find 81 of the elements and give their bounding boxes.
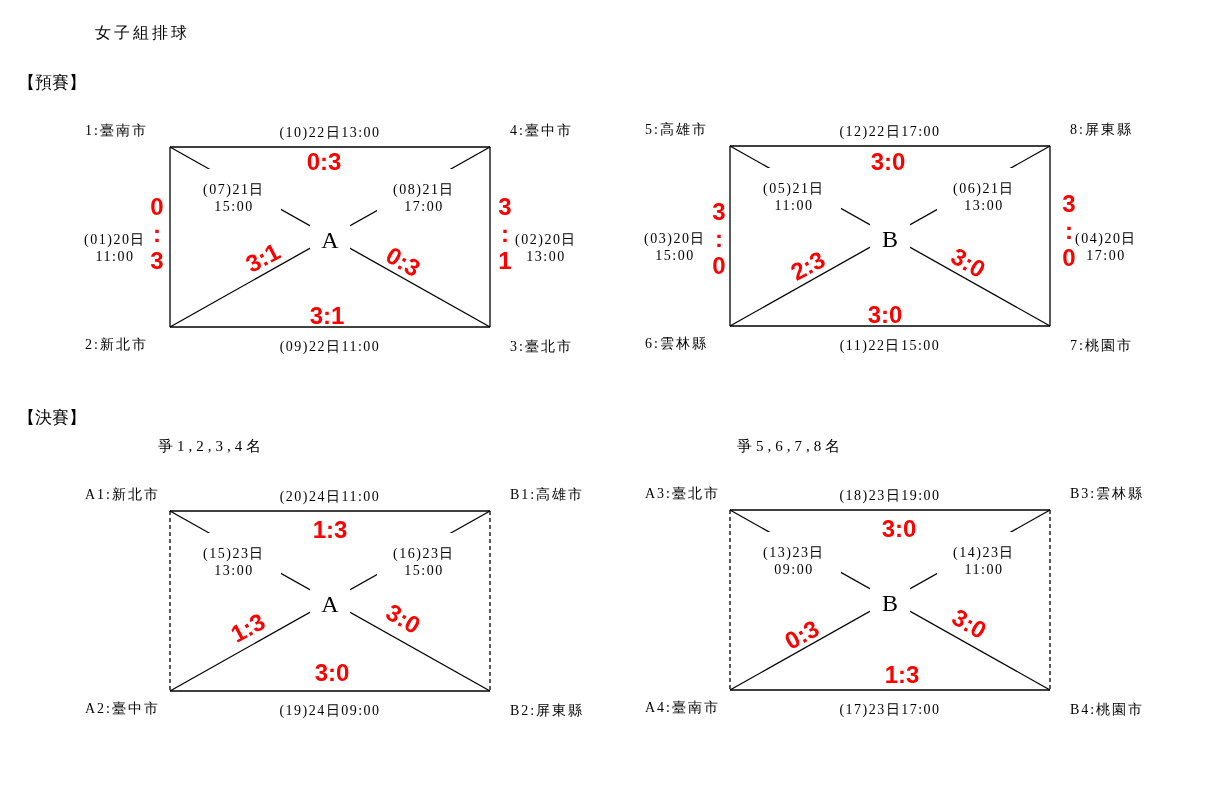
team-name: B2:屏東縣 <box>510 703 585 719</box>
team-name: 5:高雄市 <box>645 122 708 138</box>
score: 3:0 <box>382 599 424 639</box>
team-name: B3:雲林縣 <box>1070 486 1145 502</box>
group-letter: B <box>882 590 898 616</box>
connector-line <box>729 325 1051 327</box>
score: 1:3 <box>227 609 269 647</box>
edge-label: (19)24日09:00 <box>279 701 381 719</box>
team-name: A3:臺北市 <box>645 486 720 502</box>
group-letter: B <box>882 226 898 252</box>
connector-line <box>489 510 491 692</box>
score: 1:3 <box>884 663 920 687</box>
edge-label: (15)23日 13:00 <box>203 545 265 579</box>
score: 3:0 <box>314 661 350 685</box>
team-name: A2:臺中市 <box>85 701 160 717</box>
connector-line <box>169 690 491 692</box>
connector-line <box>169 510 171 692</box>
edge-label: (14)23日 11:00 <box>953 544 1015 578</box>
score: 0:3 <box>781 616 823 654</box>
subheading: 爭1,2,3,4名 <box>158 437 266 455</box>
team-name: 6:雲林縣 <box>645 336 708 352</box>
score: 3:0 <box>948 604 990 644</box>
edge-label: (10)22日13:00 <box>279 123 381 141</box>
score: 0:3 <box>382 242 424 282</box>
edge-label: (03)20日 15:00 <box>644 230 706 264</box>
edge-label: (13)23日 09:00 <box>763 544 825 578</box>
score: 0:3 <box>306 150 342 174</box>
score: 3:0 <box>711 197 727 279</box>
score: 0:3 <box>149 192 165 274</box>
connector-line <box>1049 509 1051 691</box>
connector-line <box>729 509 1051 511</box>
edge-label: (04)20日 17:00 <box>1075 230 1137 264</box>
score: 3:0 <box>870 150 906 174</box>
score: 3:1 <box>242 239 284 277</box>
score: 1:3 <box>312 518 348 542</box>
connector-line <box>169 326 491 328</box>
edge-label: (08)21日 17:00 <box>393 181 455 215</box>
team-name: 7:桃園市 <box>1070 338 1133 354</box>
edge-label: (05)21日 11:00 <box>763 180 825 214</box>
team-name: 8:屏東縣 <box>1070 122 1133 138</box>
team-name: 1:臺南市 <box>85 123 148 139</box>
team-name: B4:桃園市 <box>1070 702 1145 718</box>
connector-line <box>489 146 491 328</box>
team-name: B1:高雄市 <box>510 487 585 503</box>
connector-line <box>169 146 491 148</box>
edge-label: (16)23日 15:00 <box>393 545 455 579</box>
connector-line <box>729 509 731 691</box>
connector-line <box>169 510 491 512</box>
edge-label: (07)21日 15:00 <box>203 181 265 215</box>
score: 3:1 <box>497 192 513 274</box>
team-name: A1:新北市 <box>85 487 160 503</box>
team-name: 4:臺中市 <box>510 123 573 139</box>
edge-label: (09)22日11:00 <box>279 337 381 355</box>
subheading: 爭5,6,7,8名 <box>737 437 845 455</box>
score: 3:1 <box>309 304 345 328</box>
edge-label: (20)24日11:00 <box>279 487 381 505</box>
edge-label: (11)22日15:00 <box>839 336 941 354</box>
connector-line <box>729 145 1051 147</box>
score: 3:0 <box>947 243 989 283</box>
team-name: 3:臺北市 <box>510 339 573 355</box>
edge-label: (02)20日 13:00 <box>515 231 577 265</box>
connector-line <box>729 145 731 327</box>
score: 3:0 <box>1061 189 1076 271</box>
edge-label: (06)21日 13:00 <box>953 180 1015 214</box>
score: 3:0 <box>867 303 903 327</box>
connector-line <box>169 146 171 328</box>
edge-label: (17)23日17:00 <box>839 700 941 718</box>
edge-label: (18)23日19:00 <box>839 486 941 504</box>
team-name: A4:臺南市 <box>645 700 720 716</box>
connector-line <box>729 689 1051 691</box>
group-letter: A <box>321 591 339 617</box>
team-name: 2:新北市 <box>85 337 148 353</box>
group-letter: A <box>321 227 339 253</box>
section-heading: 【預賽】 <box>18 73 86 93</box>
title: 女子組排球 <box>95 23 190 43</box>
connector-line <box>1049 145 1051 327</box>
score: 2:3 <box>787 247 829 285</box>
section-heading: 【決賽】 <box>18 408 86 428</box>
edge-label: (01)20日 11:00 <box>84 231 146 265</box>
score: 3:0 <box>881 517 917 541</box>
edge-label: (12)22日17:00 <box>839 122 941 140</box>
